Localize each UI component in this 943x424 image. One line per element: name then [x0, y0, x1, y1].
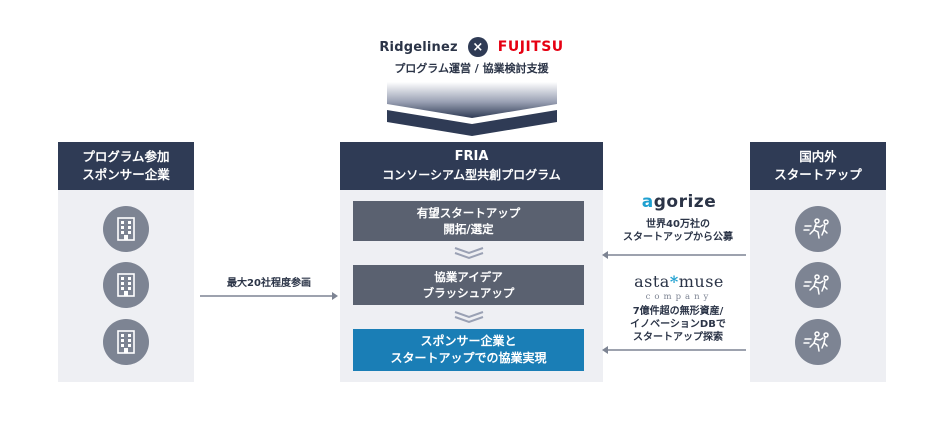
- running-people-icon: [795, 206, 841, 252]
- astamuse-description: 7億件超の無形資産/ イノベーションDBで スタートアップ探索: [630, 306, 726, 343]
- arrow-left-icon: [602, 251, 746, 259]
- left-header-line2: スポンサー企業: [82, 167, 170, 182]
- final-line1: スポンサー企業と: [420, 334, 517, 348]
- running-people-icon: [795, 319, 841, 365]
- center-column-header: FRIA コンソーシアム型共創プログラム: [340, 142, 603, 190]
- chevron-down-icon: [387, 82, 557, 136]
- arrow-left-icon: [602, 346, 746, 354]
- step-line2: ブラッシュアップ: [422, 286, 515, 300]
- left-header-line1: プログラム参加: [82, 149, 170, 164]
- agorize-description: 世界40万社の スタートアップから公募: [623, 219, 733, 243]
- final-line2: スタートアップでの協業実現: [390, 351, 547, 365]
- building-icon: [103, 206, 149, 252]
- step-line1: 協業アイデア: [434, 270, 503, 284]
- right-header-line1: 国内外: [799, 149, 837, 164]
- right-column-header: 国内外 スタートアップ: [750, 142, 886, 190]
- building-icon: [103, 262, 149, 308]
- step-line2: 開拓/選定: [443, 222, 494, 236]
- right-header-line2: スタートアップ: [774, 167, 862, 182]
- fujitsu-logo: FUJITSU: [497, 39, 564, 55]
- final-step-box: スポンサー企業と スタートアップでの協業実現: [353, 329, 584, 371]
- chevron-down-icon: [454, 311, 484, 324]
- step-line1: 有望スタートアップ: [416, 206, 521, 220]
- agorize-logo: agorize: [641, 192, 717, 212]
- center-header-line1: FRIA: [454, 149, 489, 164]
- top-subtitle: プログラム運営 / 協業検討支援: [394, 62, 549, 75]
- building-icon: [103, 319, 149, 365]
- cross-icon: ×: [467, 37, 488, 57]
- left-arrow-label: 最大20社程度参画: [227, 278, 311, 289]
- center-header-line2: コンソーシアム型共創プログラム: [382, 168, 561, 182]
- running-people-icon: [795, 262, 841, 308]
- astamuse-logo: asta*muse: [634, 272, 724, 291]
- step-box: 協業アイデア ブラッシュアップ: [353, 265, 584, 305]
- step-box: 有望スタートアップ 開拓/選定: [353, 201, 584, 241]
- left-column-header: プログラム参加 スポンサー企業: [58, 142, 194, 190]
- top-logos: Ridgelinez × FUJITSU: [360, 37, 583, 57]
- chevron-down-icon: [454, 247, 484, 260]
- ridgelinez-logo: Ridgelinez: [379, 39, 458, 55]
- astamuse-company: company: [645, 292, 713, 302]
- arrow-right-icon: [200, 292, 338, 300]
